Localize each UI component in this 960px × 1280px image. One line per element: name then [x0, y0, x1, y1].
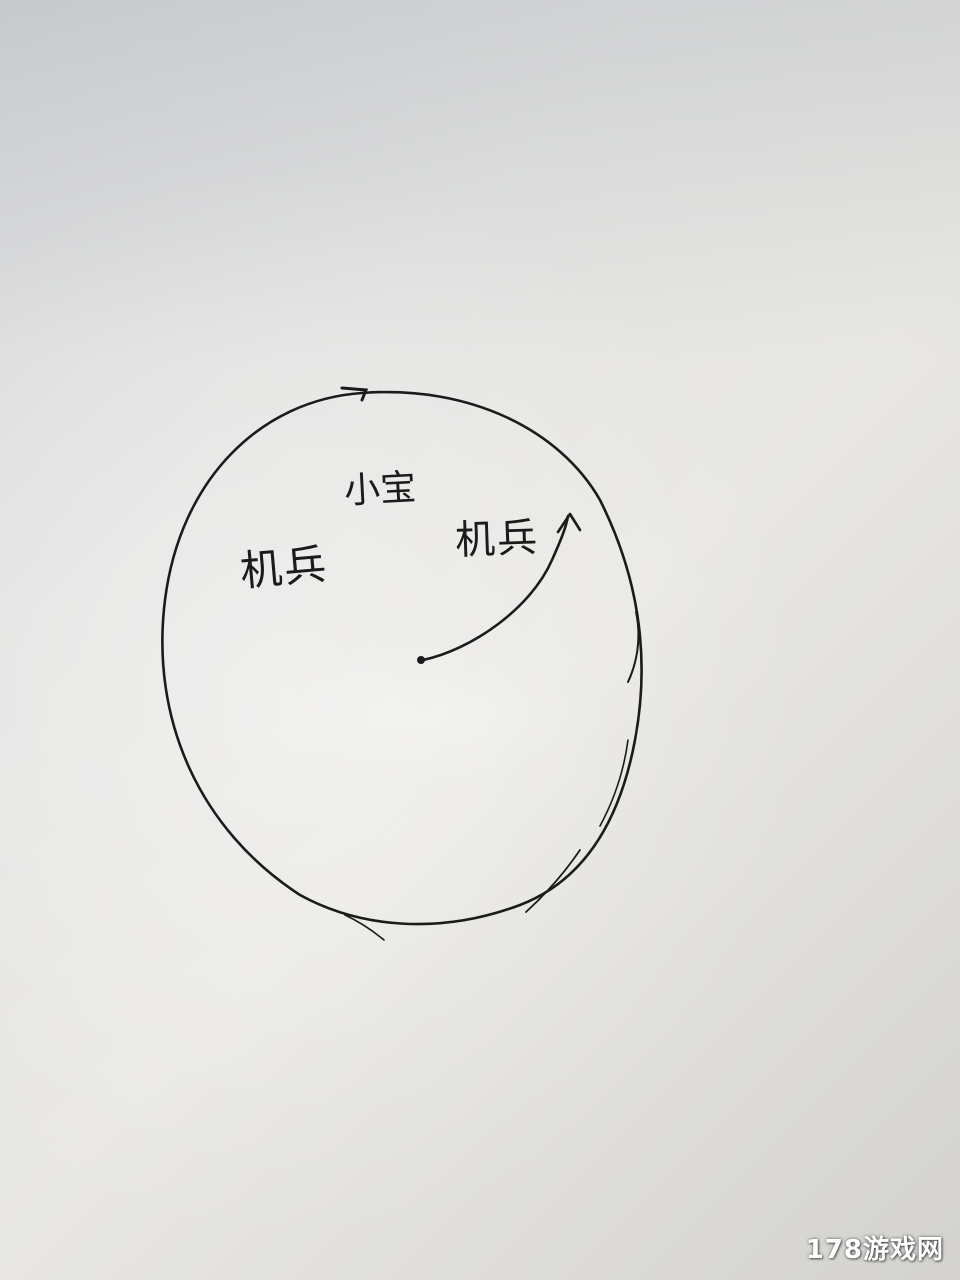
circle-outline	[161, 390, 643, 926]
unit-label-left: 机兵	[238, 539, 331, 596]
start-dot	[417, 656, 425, 664]
circle-overlap-bottom-right	[525, 849, 581, 913]
paper-shadow	[0, 0, 960, 360]
unit-label-top: 小宝	[343, 467, 418, 512]
movement-arrow-curve	[421, 514, 570, 662]
unit-label-right: 机兵	[454, 515, 540, 564]
circle-overlap-bottom	[344, 914, 385, 941]
circle-overlap-top	[340, 386, 369, 402]
circle-overlap-right	[627, 611, 640, 683]
movement-arrow-head	[556, 512, 582, 534]
circle-overlap-lower-right	[599, 739, 629, 827]
site-watermark: 178游戏网	[805, 1235, 944, 1265]
paper-glare	[230, 640, 590, 790]
